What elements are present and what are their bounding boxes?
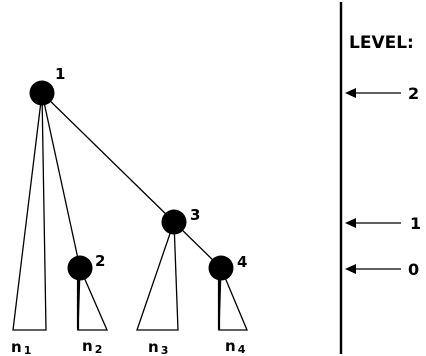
subtree-triangle-n3	[136, 221, 179, 331]
node-label-1: 1	[55, 65, 65, 83]
level-arrow-1-head	[345, 218, 356, 228]
leaf-label-n2-sub: 2	[95, 343, 103, 356]
edge-1-3	[41, 92, 175, 223]
leaf-label-n1-base: n	[11, 338, 22, 356]
tree-node-3	[161, 209, 187, 235]
level-value-2: 2	[408, 84, 419, 103]
level-axis-title: LEVEL:	[349, 33, 414, 53]
tree-node-4	[208, 255, 234, 281]
leaf-label-n3-base: n	[148, 338, 159, 356]
level-arrow-0-head	[345, 264, 356, 274]
level-value-1: 1	[410, 214, 421, 233]
edge-1-2	[41, 92, 81, 269]
leaf-label-n4-sub: 4	[238, 343, 246, 356]
level-value-0: 0	[408, 260, 419, 279]
leaf-label-n3-sub: 3	[161, 344, 169, 356]
subtree-triangle-n1	[12, 92, 47, 331]
node-label-3: 3	[190, 206, 200, 224]
leaf-label-n4-base: n	[225, 337, 236, 355]
node-label-2: 2	[95, 252, 105, 270]
leaf-label-n1-sub: 1	[24, 344, 32, 356]
tree-node-2	[67, 255, 93, 281]
tree-node-1	[29, 80, 55, 106]
level-arrow-2-head	[345, 88, 356, 98]
node-label-4: 4	[237, 253, 247, 271]
leaf-label-n2-base: n	[82, 337, 93, 355]
